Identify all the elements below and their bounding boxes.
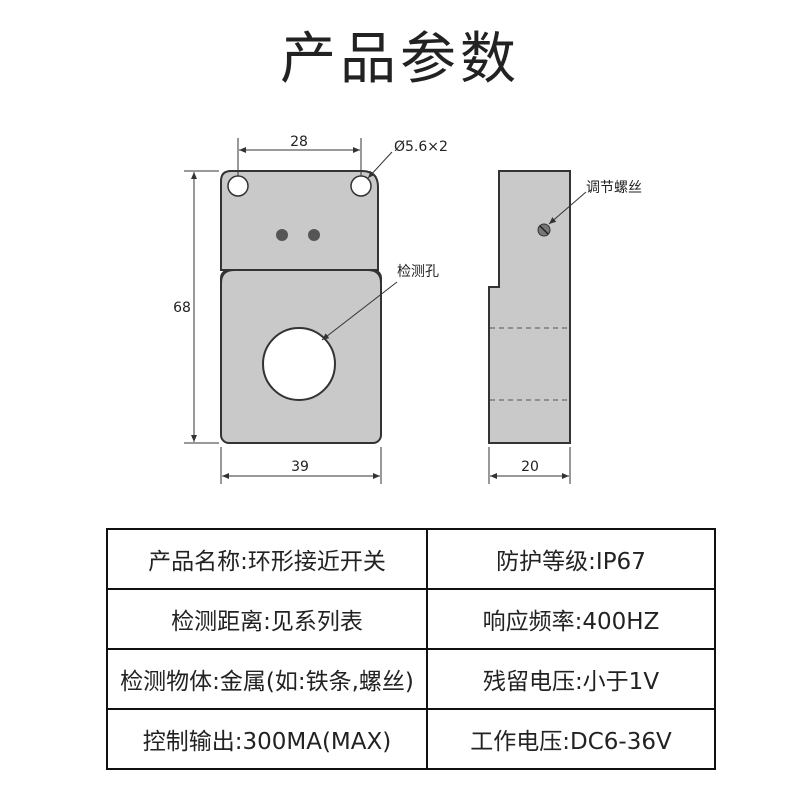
spec-protection-rating: 防护等级:IP67 (426, 528, 716, 590)
spec-product-name: 产品名称:环形接近开关 (106, 528, 428, 590)
spec-residual-voltage: 残留电压:小于1V (426, 648, 716, 710)
indicator-dot-right (308, 229, 320, 241)
spec-row: 检测物体:金属(如:铁条,螺丝) 残留电压:小于1V (106, 648, 716, 710)
side-body (488, 170, 571, 444)
indicator-dot-left (276, 229, 288, 241)
hole-dia-leader (367, 151, 393, 179)
spec-table: 产品名称:环形接近开关 防护等级:IP67 检测距离:见系列表 响应频率:400… (106, 528, 716, 770)
adjust-screw-leader (548, 191, 587, 225)
detection-hole (262, 327, 336, 401)
dim-height: 68 (173, 300, 191, 316)
front-view: 检测孔 28 Ø5.6×2 68 39 (173, 134, 448, 484)
spec-row: 控制输出:300MA(MAX) 工作电压:DC6-36V (106, 708, 716, 770)
dim-hole-spacing: 28 (290, 134, 308, 150)
side-view: 调节螺丝 20 (488, 170, 642, 484)
detect-hole-label: 检测孔 (397, 264, 439, 280)
detect-hole-leader (321, 281, 398, 341)
spec-detection-distance: 检测距离:见系列表 (106, 588, 428, 650)
spec-response-frequency: 响应频率:400HZ (426, 588, 716, 650)
dim-hole-dia: Ø5.6×2 (394, 139, 448, 155)
spec-working-voltage: 工作电压:DC6-36V (426, 708, 716, 770)
dim-width: 39 (291, 459, 309, 475)
mounting-hole-right (350, 175, 372, 197)
spec-detection-object: 检测物体:金属(如:铁条,螺丝) (106, 648, 428, 710)
technical-drawing: 检测孔 28 Ø5.6×2 68 39 调节螺丝 (173, 134, 642, 484)
mounting-hole-left (227, 175, 249, 197)
adjust-screw-label: 调节螺丝 (586, 180, 642, 196)
spec-row: 检测距离:见系列表 响应频率:400HZ (106, 588, 716, 650)
dim-depth: 20 (521, 459, 539, 475)
page-title: 产品参数 (280, 27, 520, 92)
spec-row: 产品名称:环形接近开关 防护等级:IP67 (106, 528, 716, 590)
spec-control-output: 控制输出:300MA(MAX) (106, 708, 428, 770)
